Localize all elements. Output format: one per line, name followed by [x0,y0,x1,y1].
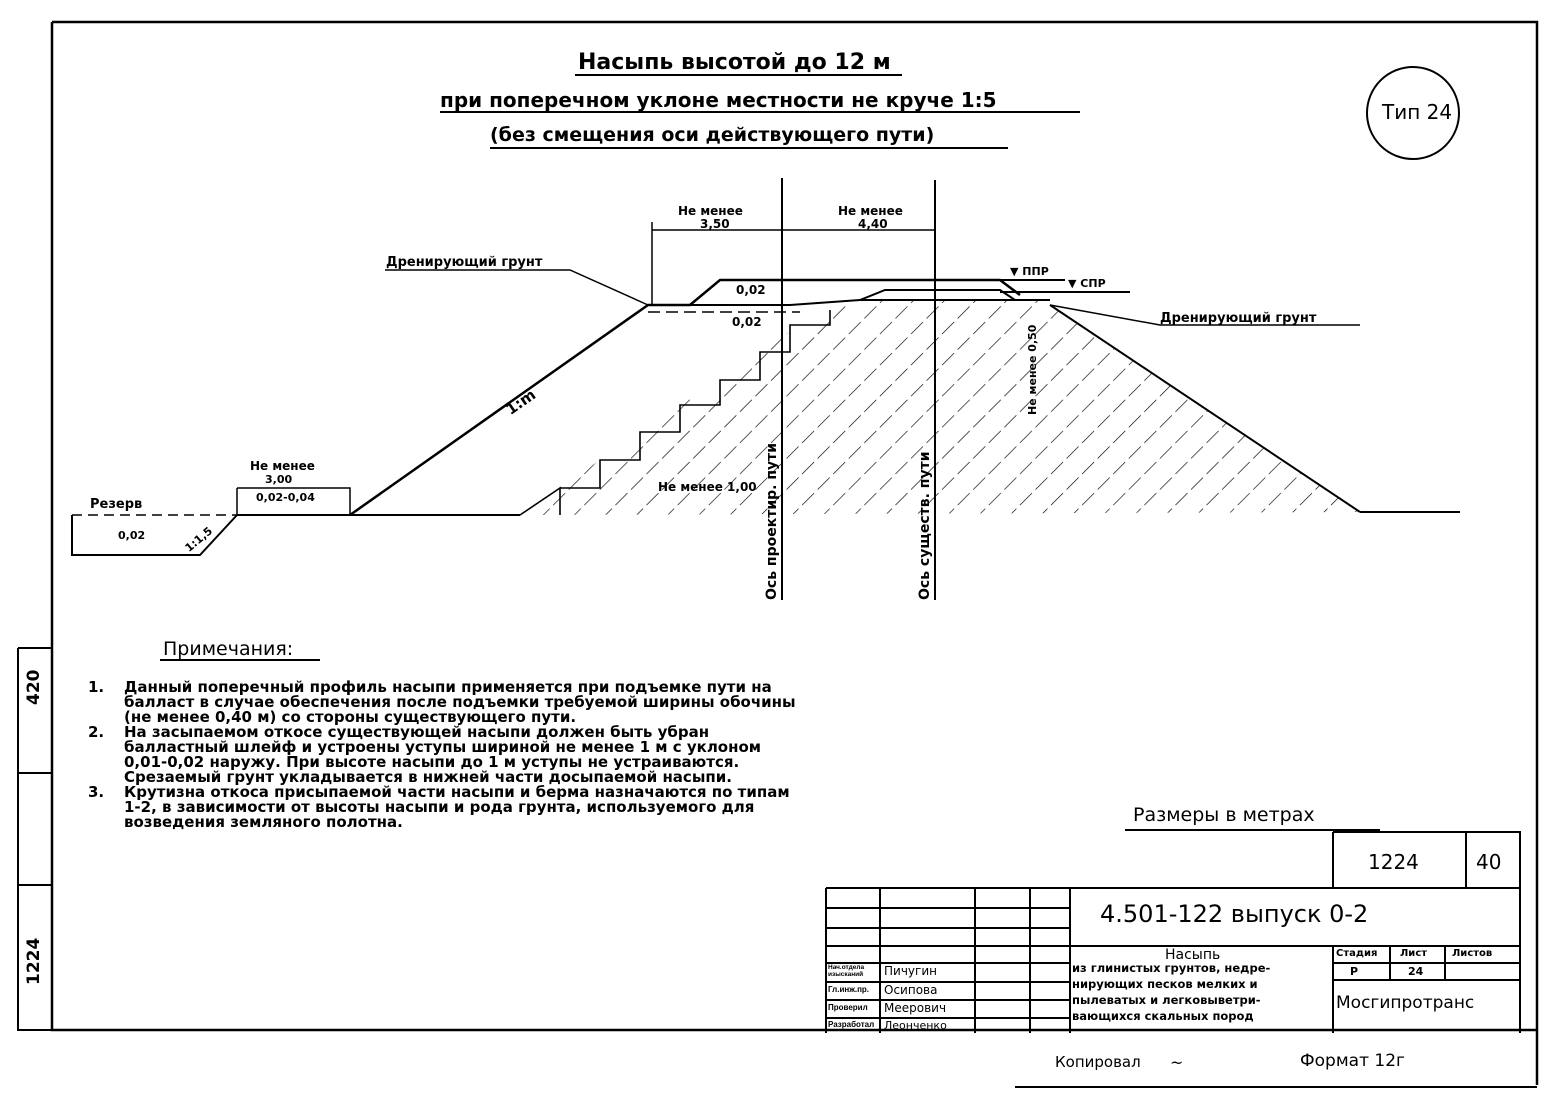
steps-label: Не менее 1,00 [658,480,757,494]
slope-top: 0,02 [736,283,766,297]
format-label: Формат 12г [1300,1051,1405,1071]
type-badge: Тип 24 [1382,100,1453,124]
right-min-label: Не менее 0,50 [1026,324,1039,415]
note-item: 2. На засыпаемом откосе существующей насы… [88,725,808,785]
leader-right [1049,304,1360,326]
name: Пичугин [884,964,937,978]
doc-number: 4.501-122 выпуск 0-2 [1100,900,1369,928]
note-number: 3. [88,783,105,801]
role: Гл.инж.пр. [828,985,870,994]
new-slope [349,278,1021,517]
title-line-1: Насыпь высотой до 12 м [578,50,891,75]
spr-line [1000,279,1130,293]
berm-value: 3,00 [265,473,293,486]
role: Проверил [828,1003,868,1012]
side-stamp-top: 420 [24,669,44,706]
description-line: нирующих песков мелких и [1072,977,1258,991]
berm-slope: 0,02-0,04 [256,491,315,504]
copier-signature: ~ [1170,1053,1184,1072]
dim-right-label: Не менее [838,204,903,218]
dimensions-note: Размеры в метрах [1133,804,1315,826]
note-number: 1. [88,678,105,696]
berm-dim [236,487,351,515]
type-circle [1366,66,1460,160]
title-underlines [160,74,1380,831]
dim-left-label: Не менее [678,204,743,218]
ppr-mark: ▼ ППР [1010,265,1049,278]
note-item: 3. Крутизна откоса присыпаемой части насы… [88,785,808,830]
reserve-ditch [71,514,238,556]
side-stamp-box [17,647,52,1031]
stage-value: Р [1350,965,1359,978]
ground-line [237,511,1460,516]
spr-mark: ▼ СПР [1068,277,1106,290]
name: Осипова [884,983,938,997]
dim-left-value: 3,50 [700,217,730,231]
organization: Мосгипротранс [1336,993,1475,1013]
notes-list: 1. Данный поперечный профиль насыпи приме… [88,680,808,830]
reserve-label: Резерв [90,497,143,512]
title-line-3: (без смещения оси действующего пути) [490,124,935,146]
sheet-value: 24 [1408,965,1424,978]
sheet-header: Лист [1400,948,1428,959]
existing-embankment [520,300,1360,515]
sheets-header: Листов [1452,948,1493,959]
title-block-grid [825,831,1521,1033]
note-item: 1. Данный поперечный профиль насыпи приме… [88,680,808,725]
leader-left [385,269,649,306]
existing-embankment-slope [860,299,1361,513]
role: Нач.отдела изысканий [828,964,865,978]
title-line-2: при поперечном уклоне местности не круче… [440,88,997,112]
note-text: На засыпаемом откосе существующей насыпи… [124,723,762,786]
steps [519,310,831,516]
dim-right-value: 4,40 [858,217,888,231]
dimension-line [651,222,935,305]
name: Леонченко [884,1019,947,1032]
berm-label: Не менее [250,459,315,473]
stage-header: Стадия [1336,948,1378,959]
slope-top-2: 0,02 [732,315,762,329]
note-number: 2. [88,723,105,741]
note-text: Данный поперечный профиль насыпи применя… [124,678,796,726]
side-stamp-bottom: 1224 [24,937,44,985]
description-line: вающихся скальных пород [1072,1009,1254,1023]
draining-soil-left: Дренирующий грунт [386,255,543,270]
draining-soil-right: Дренирующий грунт [1160,311,1317,326]
description-title: Насыпь [1165,947,1221,963]
axis-existing-label: Ось существ. пути [917,451,933,600]
reserve-slope: 0,02 [118,529,146,542]
axis-design-label: Ось проектир. пути [764,442,780,600]
note-text: Крутизна откоса присыпаемой части насыпи… [124,783,790,831]
role: Разработал [828,1020,875,1029]
sheet-code: 1224 [1368,850,1419,874]
sheet-num: 40 [1476,850,1502,874]
notes-heading: Примечания: [163,638,294,660]
description-line: из глинистых грунтов, недре- [1072,961,1271,975]
name: Меерович [884,1001,947,1015]
description-line: пылеватых и легковыветри- [1072,993,1261,1007]
ballast-top [690,289,1050,306]
copied-label: Копировал [1055,1053,1141,1071]
